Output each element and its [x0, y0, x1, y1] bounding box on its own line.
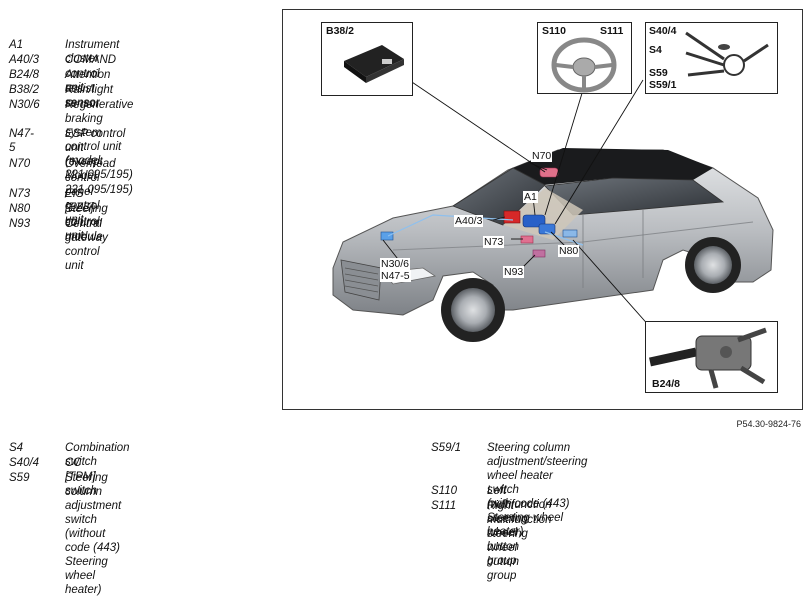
legend-code: S111: [431, 500, 457, 512]
inset-steering-wheel: S110 S111: [537, 22, 632, 94]
vehicle-illustration: [332, 75, 774, 342]
legend-code: B24/8: [9, 69, 40, 81]
legend-desc: Attention assist sensor: [65, 69, 111, 109]
inset-label: S110: [542, 25, 566, 37]
legend-desc: Rain/light sensor: [65, 84, 113, 110]
legend-desc: Central gateway control unit: [65, 218, 108, 272]
legend-desc: Steering column adjustment switch (witho…: [65, 472, 122, 596]
rain-light-sensor-icon: [344, 45, 404, 83]
n70-unit: [539, 167, 559, 178]
legend-code: A1: [9, 39, 24, 51]
a40-unit: [503, 210, 521, 224]
callout-n93: N93: [503, 266, 525, 278]
legend-desc: COMAND control unit: [65, 54, 117, 94]
legend-code: S59: [9, 472, 30, 484]
legend-desc: Combination switch: [65, 442, 130, 468]
callout-a40-3: A40/3: [454, 215, 484, 227]
legend-code: N47-5: [9, 128, 34, 154]
legend-code: S110: [431, 485, 458, 497]
grille-bars: [344, 267, 379, 293]
switch-assembly-icon: [685, 31, 769, 77]
figure-reference: P54.30-9824-76: [736, 419, 801, 429]
legend-code: S59/1: [431, 442, 462, 454]
grille: [340, 259, 382, 301]
legend-desc: Instrument cluster: [65, 39, 120, 65]
n73-unit: [520, 235, 534, 244]
legend-code: A40/3: [9, 54, 40, 66]
inset-label: S111: [600, 25, 624, 37]
callout-n73: N73: [483, 236, 505, 248]
legend-code: N73: [9, 188, 31, 200]
legend-code: B38/2: [9, 84, 40, 96]
n30-unit: [380, 231, 394, 241]
callout-n80: N80: [558, 245, 580, 257]
legend-code: S40/4: [9, 457, 40, 469]
legend-desc: Steering column module: [65, 203, 108, 243]
callout-n47-5: N47-5: [380, 270, 411, 282]
legend-desc: Overhead control panel control unit: [65, 158, 116, 226]
steering-wheel-icon: [551, 37, 617, 93]
n93-unit: [532, 249, 546, 258]
legend-desc: Right multifunction steering wheel butto…: [487, 500, 552, 582]
legend-desc: ESP control unit (except Model 221.095/1…: [65, 128, 133, 196]
interior: [503, 188, 583, 240]
legend-desc: Regenerative braking system control unit…: [65, 99, 134, 181]
n80-unit: [538, 223, 556, 235]
vehicle-diagram: B38/2 S110 S111 S40/4 S4 S59 S59/1 B24/8: [282, 9, 803, 410]
inset-label: B24/8: [652, 378, 681, 390]
inset-label: S40/4: [649, 25, 677, 37]
inset-attention-assist-sensor: B24/8: [645, 321, 778, 393]
legend-code: N30/6: [9, 99, 40, 111]
inset-combination-switch: S40/4 S4 S59 S59/1: [645, 22, 778, 94]
inset-label: S59: [649, 67, 668, 79]
inset-label: B38/2: [326, 25, 355, 37]
legend-code: S4: [9, 442, 24, 454]
b24-unit: [562, 229, 578, 238]
inset-rain-light-sensor: B38/2: [321, 22, 413, 96]
legend-code: N70: [9, 158, 31, 170]
legend-code: N93: [9, 218, 31, 230]
legend-desc: EIS [EZS] control unit: [65, 188, 100, 242]
inset-label: S59/1: [649, 79, 677, 91]
leader-lines: [382, 75, 652, 329]
legend-desc: CC [TPM] switch: [65, 457, 97, 497]
a1-unit: [522, 214, 546, 228]
callout-n70: N70: [531, 150, 553, 162]
inset-label: S4: [649, 44, 662, 56]
legend-code: N80: [9, 203, 31, 215]
callout-a1: A1: [523, 191, 538, 203]
steering-column-icon: [649, 327, 767, 389]
callout-n30-6: N30/6: [380, 258, 411, 270]
